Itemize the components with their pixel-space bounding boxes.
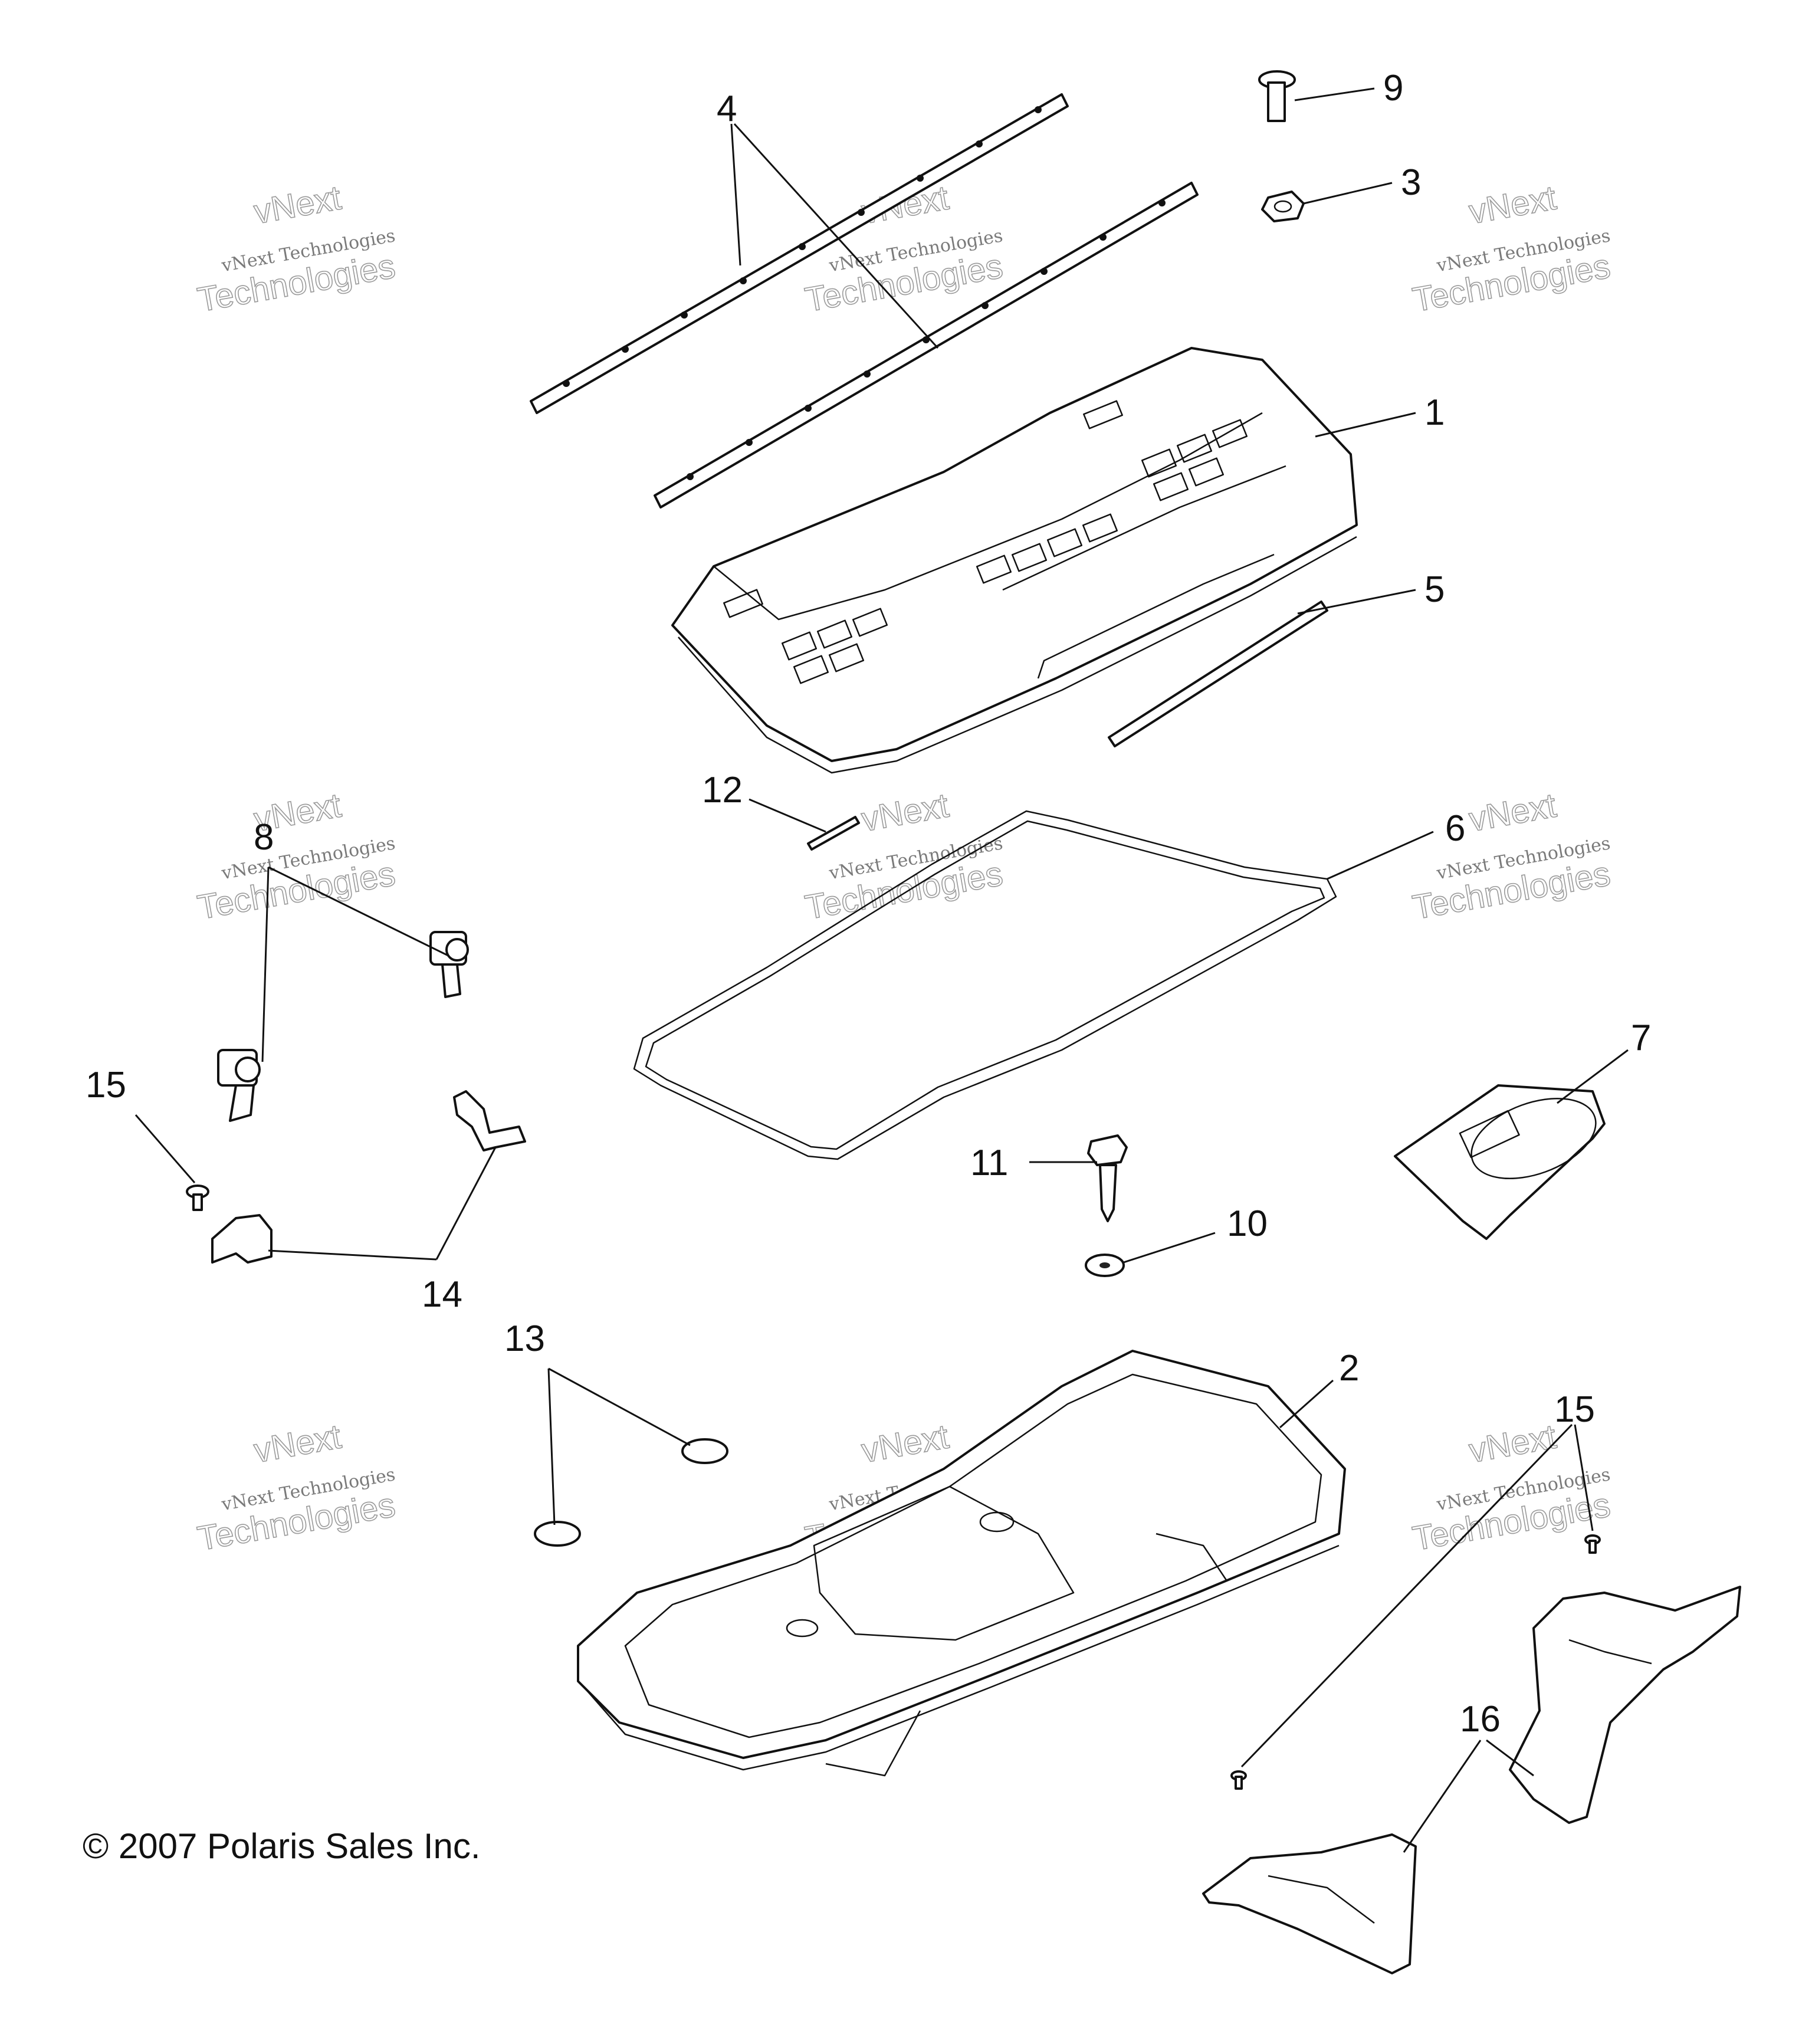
- callout-8: 8: [254, 817, 274, 858]
- callout-15-left: 15: [86, 1065, 126, 1105]
- leader-5: [1297, 589, 1416, 615]
- part-9-bolt: [1258, 70, 1296, 122]
- callout-16: 16: [1460, 1699, 1501, 1740]
- watermark-vnext: vNext: [251, 179, 344, 232]
- svg-text:vNext: vNext: [859, 786, 951, 839]
- leader-1: [1315, 412, 1416, 438]
- part-2-tub: [577, 1350, 1346, 1777]
- leader-16a: [1486, 1739, 1534, 1777]
- part-8-latches: [217, 931, 469, 1122]
- part-12-pin: [807, 816, 860, 851]
- leader-4b: [733, 123, 939, 349]
- leader-16b: [1403, 1740, 1482, 1853]
- leader-13a: [548, 1367, 691, 1446]
- svg-text:vNext: vNext: [1466, 179, 1559, 232]
- part-11-screw: [1087, 1134, 1128, 1222]
- part-13-plugs: [534, 1438, 728, 1547]
- callout-15-right: 15: [1554, 1389, 1595, 1430]
- callout-3: 3: [1401, 162, 1421, 203]
- leader-15a: [134, 1114, 196, 1183]
- part-16-brackets: [1202, 1586, 1741, 1974]
- svg-text:vNext: vNext: [251, 1418, 344, 1471]
- callout-2: 2: [1339, 1348, 1359, 1389]
- copyright-text: © 2007 Polaris Sales Inc.: [83, 1826, 481, 1866]
- callout-13: 13: [504, 1318, 545, 1359]
- part-7-cover: [1394, 1084, 1606, 1240]
- watermark-mid-center: vNext vNext Technologies Technologies: [802, 786, 1006, 927]
- watermark-mid-left: vNext vNext Technologies Technologies: [194, 786, 398, 927]
- callout-11: 11: [970, 1143, 1008, 1183]
- leader-14a: [435, 1147, 497, 1260]
- part-14-clips: [211, 1090, 526, 1264]
- leader-13b: [547, 1368, 556, 1525]
- watermark-mid-right: vNext vNext Technologies Technologies: [1409, 786, 1613, 927]
- watermark-top-right: vNext vNext Technologies Technologies: [1409, 178, 1613, 320]
- callout-9: 9: [1383, 68, 1403, 109]
- leader-3: [1303, 182, 1393, 205]
- callout-14: 14: [422, 1274, 462, 1315]
- part-5-strip: [1108, 601, 1328, 747]
- leader-8a: [261, 867, 270, 1062]
- svg-text:vNext: vNext: [1466, 786, 1559, 839]
- callout-12: 12: [702, 770, 743, 811]
- callout-5: 5: [1424, 569, 1445, 610]
- part-10-washer: [1085, 1254, 1125, 1277]
- leader-15c: [1574, 1424, 1594, 1531]
- watermark-low-left: vNext vNext Technologies Technologies: [194, 1417, 398, 1559]
- leader-8b: [268, 866, 449, 957]
- leader-15b: [1240, 1423, 1573, 1768]
- leader-4a: [730, 123, 741, 266]
- leader-6: [1327, 831, 1434, 880]
- part-1-lid: [671, 347, 1358, 774]
- leader-2: [1279, 1379, 1334, 1429]
- svg-text:vNext: vNext: [859, 1418, 951, 1471]
- part-3-nut: [1261, 191, 1305, 222]
- leader-12: [749, 798, 826, 833]
- callout-4: 4: [717, 88, 737, 129]
- part-6-seal: [633, 810, 1337, 1160]
- leader-7: [1557, 1049, 1629, 1104]
- watermark-top-left: vNext vNext Technologies Technologies: [194, 178, 398, 320]
- svg-text:vNext: vNext: [1466, 1418, 1559, 1471]
- callout-7: 7: [1631, 1018, 1651, 1058]
- part-15-screw-right: [1230, 1534, 1601, 1790]
- leader-14b: [268, 1249, 437, 1261]
- callout-6: 6: [1445, 808, 1465, 849]
- leader-9: [1294, 87, 1375, 101]
- callout-10: 10: [1227, 1203, 1268, 1244]
- part-4-rails: [530, 93, 1199, 508]
- leader-10: [1123, 1232, 1216, 1264]
- callout-1: 1: [1424, 392, 1445, 433]
- part-15-screw-left: [186, 1185, 209, 1211]
